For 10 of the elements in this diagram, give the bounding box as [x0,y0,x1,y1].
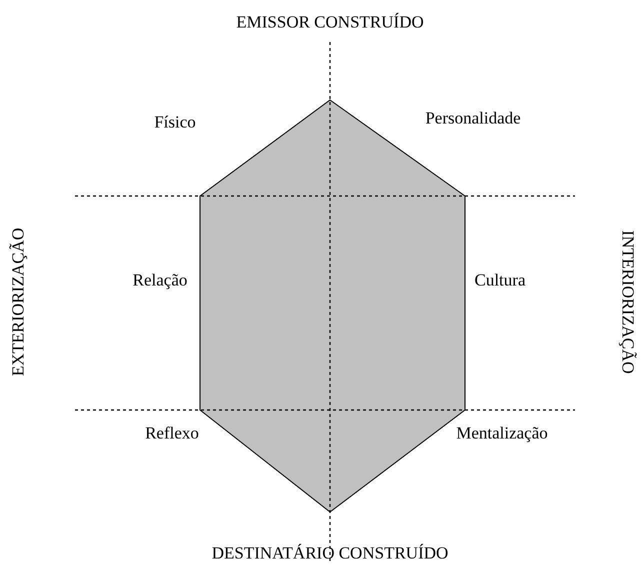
facet-label: Cultura [474,272,526,288]
facet-label: Personalidade [425,110,521,126]
facet-label: Reflexo [145,424,199,442]
axis-label: EXTERIORIZAÇÃO [10,228,26,376]
axis-label: EMISSOR CONSTRUÍDO [236,14,424,30]
axis-label: INTERIORIZAÇÃO [620,230,636,374]
facet-label: Relação [132,272,188,288]
axis-label: DESTINATÁRIO CONSTRUÍDO [212,544,448,562]
facet-label: Mentalização [456,424,548,442]
facet-label: Físico [154,114,196,130]
